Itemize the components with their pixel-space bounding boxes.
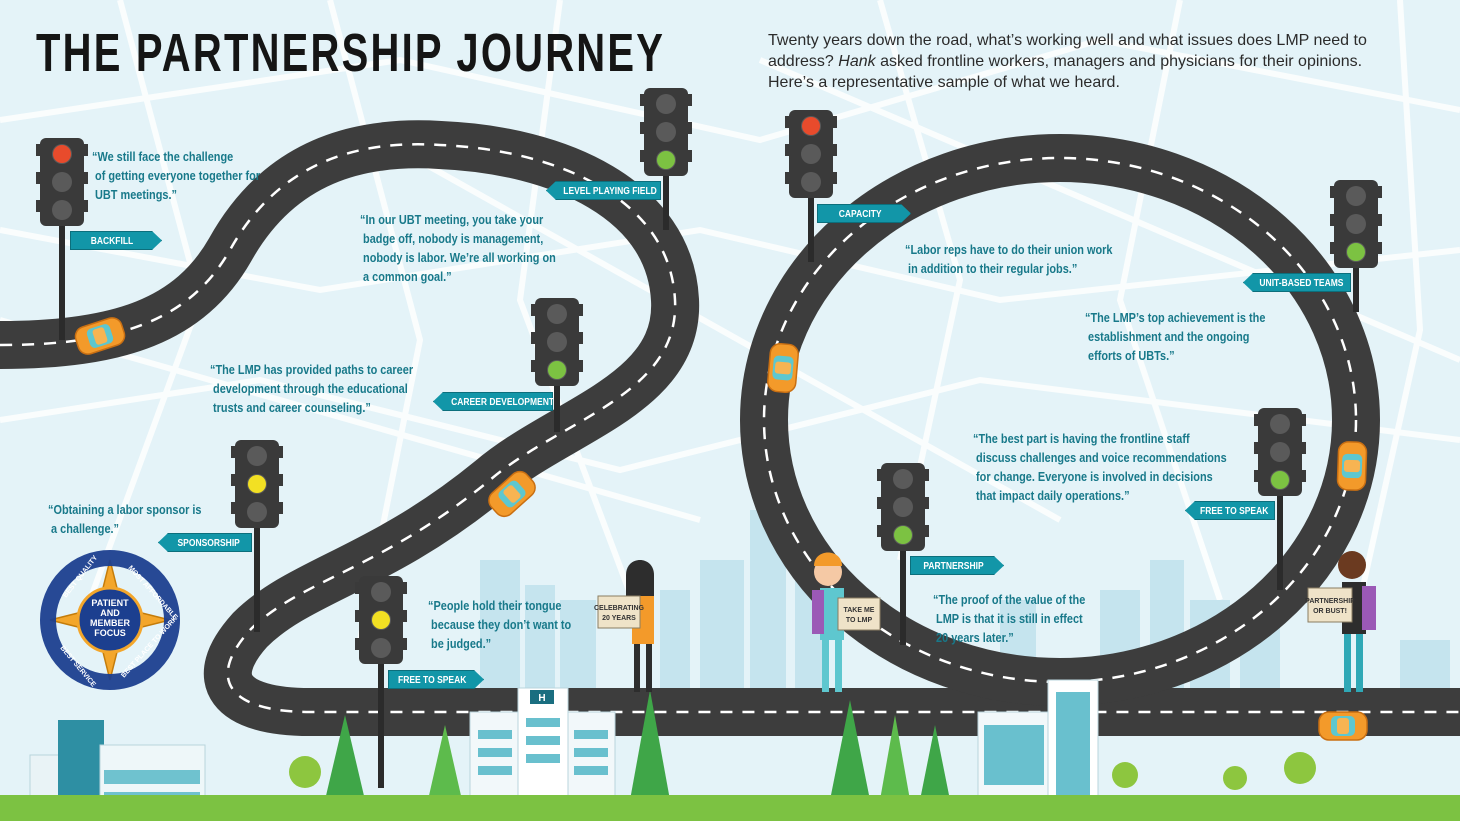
intro-part2: asked frontline workers, managers and ph… [768, 53, 1363, 91]
sign-backfill: BACKFILL [70, 231, 162, 250]
sign-sponsorship: SPONSORSHIP [158, 533, 252, 552]
quote-top-achievement: “The LMP’s top achievement is the establ… [1085, 310, 1266, 363]
hospital-sign-text: H [538, 693, 545, 704]
hiker-blonde-take-me: TAKE ME TO LMP [812, 552, 881, 692]
intro-part1: Twenty years down the road, what’s worki… [768, 32, 1367, 70]
quote-labor-sponsor: “Obtaining a labor sponsor is a challeng… [48, 502, 202, 536]
intro-hank: Hank [838, 53, 876, 70]
traffic-light-career-development [531, 298, 583, 432]
sign-career-development: CAREER DEVELOPMENT [433, 392, 553, 411]
patient-member-focus-badge: PATIENT AND MEMBER FOCUS BEST QUALITY MO… [40, 550, 180, 690]
traffic-light-sponsorship [231, 440, 283, 632]
traffic-light-backfill [36, 138, 88, 340]
traffic-light-unit-based-teams [1330, 180, 1382, 312]
quote-ubt-badge-off: “In our UBT meeting, you take your badge… [360, 212, 556, 284]
quote-hold-tongue: “People hold their tongue because they d… [428, 598, 572, 651]
placard-2-line2: TO LMP [846, 617, 873, 624]
traffic-light-free-to-speak-1 [355, 576, 407, 788]
traffic-light-level-playing-field [640, 88, 692, 230]
sign-partnership: PARTNERSHIP [910, 556, 1004, 575]
quote-labor-reps: “Labor reps have to do their union work … [905, 242, 1113, 276]
page-title: THE PARTNERSHIP JOURNEY [36, 23, 666, 83]
quote-ubt-challenge: “We still face the challenge of getting … [92, 149, 261, 202]
sign-capacity: CAPACITY [817, 204, 911, 223]
traffic-light-capacity [785, 110, 837, 262]
badge-center-line3: MEMBER [90, 618, 130, 628]
traffic-lights [36, 88, 1382, 788]
traffic-light-partnership [877, 463, 929, 645]
traffic-light-free-to-speak-2 [1254, 408, 1306, 590]
placard-1-line1: CELEBRATING [594, 605, 645, 612]
trees [0, 690, 1460, 821]
hiker-girl-celebrating: CELEBRATING 20 YEARS [594, 560, 654, 692]
sign-free-to-speak-left: FREE TO SPEAK [388, 670, 484, 689]
quote-career-paths: “The LMP has provided paths to career de… [210, 362, 414, 415]
sign-level-playing-field: LEVEL PLAYING FIELD [546, 181, 661, 200]
quote-proof-of-value: “The proof of the value of the LMP is th… [933, 592, 1086, 645]
badge-center-line1: PATIENT [91, 598, 129, 608]
quote-best-part: “The best part is having the frontline s… [973, 431, 1227, 503]
badge-center-line2: AND [100, 608, 120, 618]
intro-text: Twenty years down the road, what’s worki… [768, 30, 1408, 93]
placard-1-line2: 20 YEARS [602, 615, 636, 622]
sign-free-to-speak-right: FREE TO SPEAK [1185, 501, 1275, 520]
badge-center-line4: FOCUS [94, 628, 126, 638]
placard-2-line1: TAKE ME [844, 607, 875, 614]
placard-3-line1: PARTNERSHIP [1305, 598, 1355, 605]
hiker-partnership-or-bust: PARTNERSHIP OR BUST! [1305, 551, 1376, 692]
sign-unit-based-teams: UNIT-BASED TEAMS [1243, 273, 1351, 292]
placard-3-line2: OR BUST! [1313, 608, 1347, 615]
